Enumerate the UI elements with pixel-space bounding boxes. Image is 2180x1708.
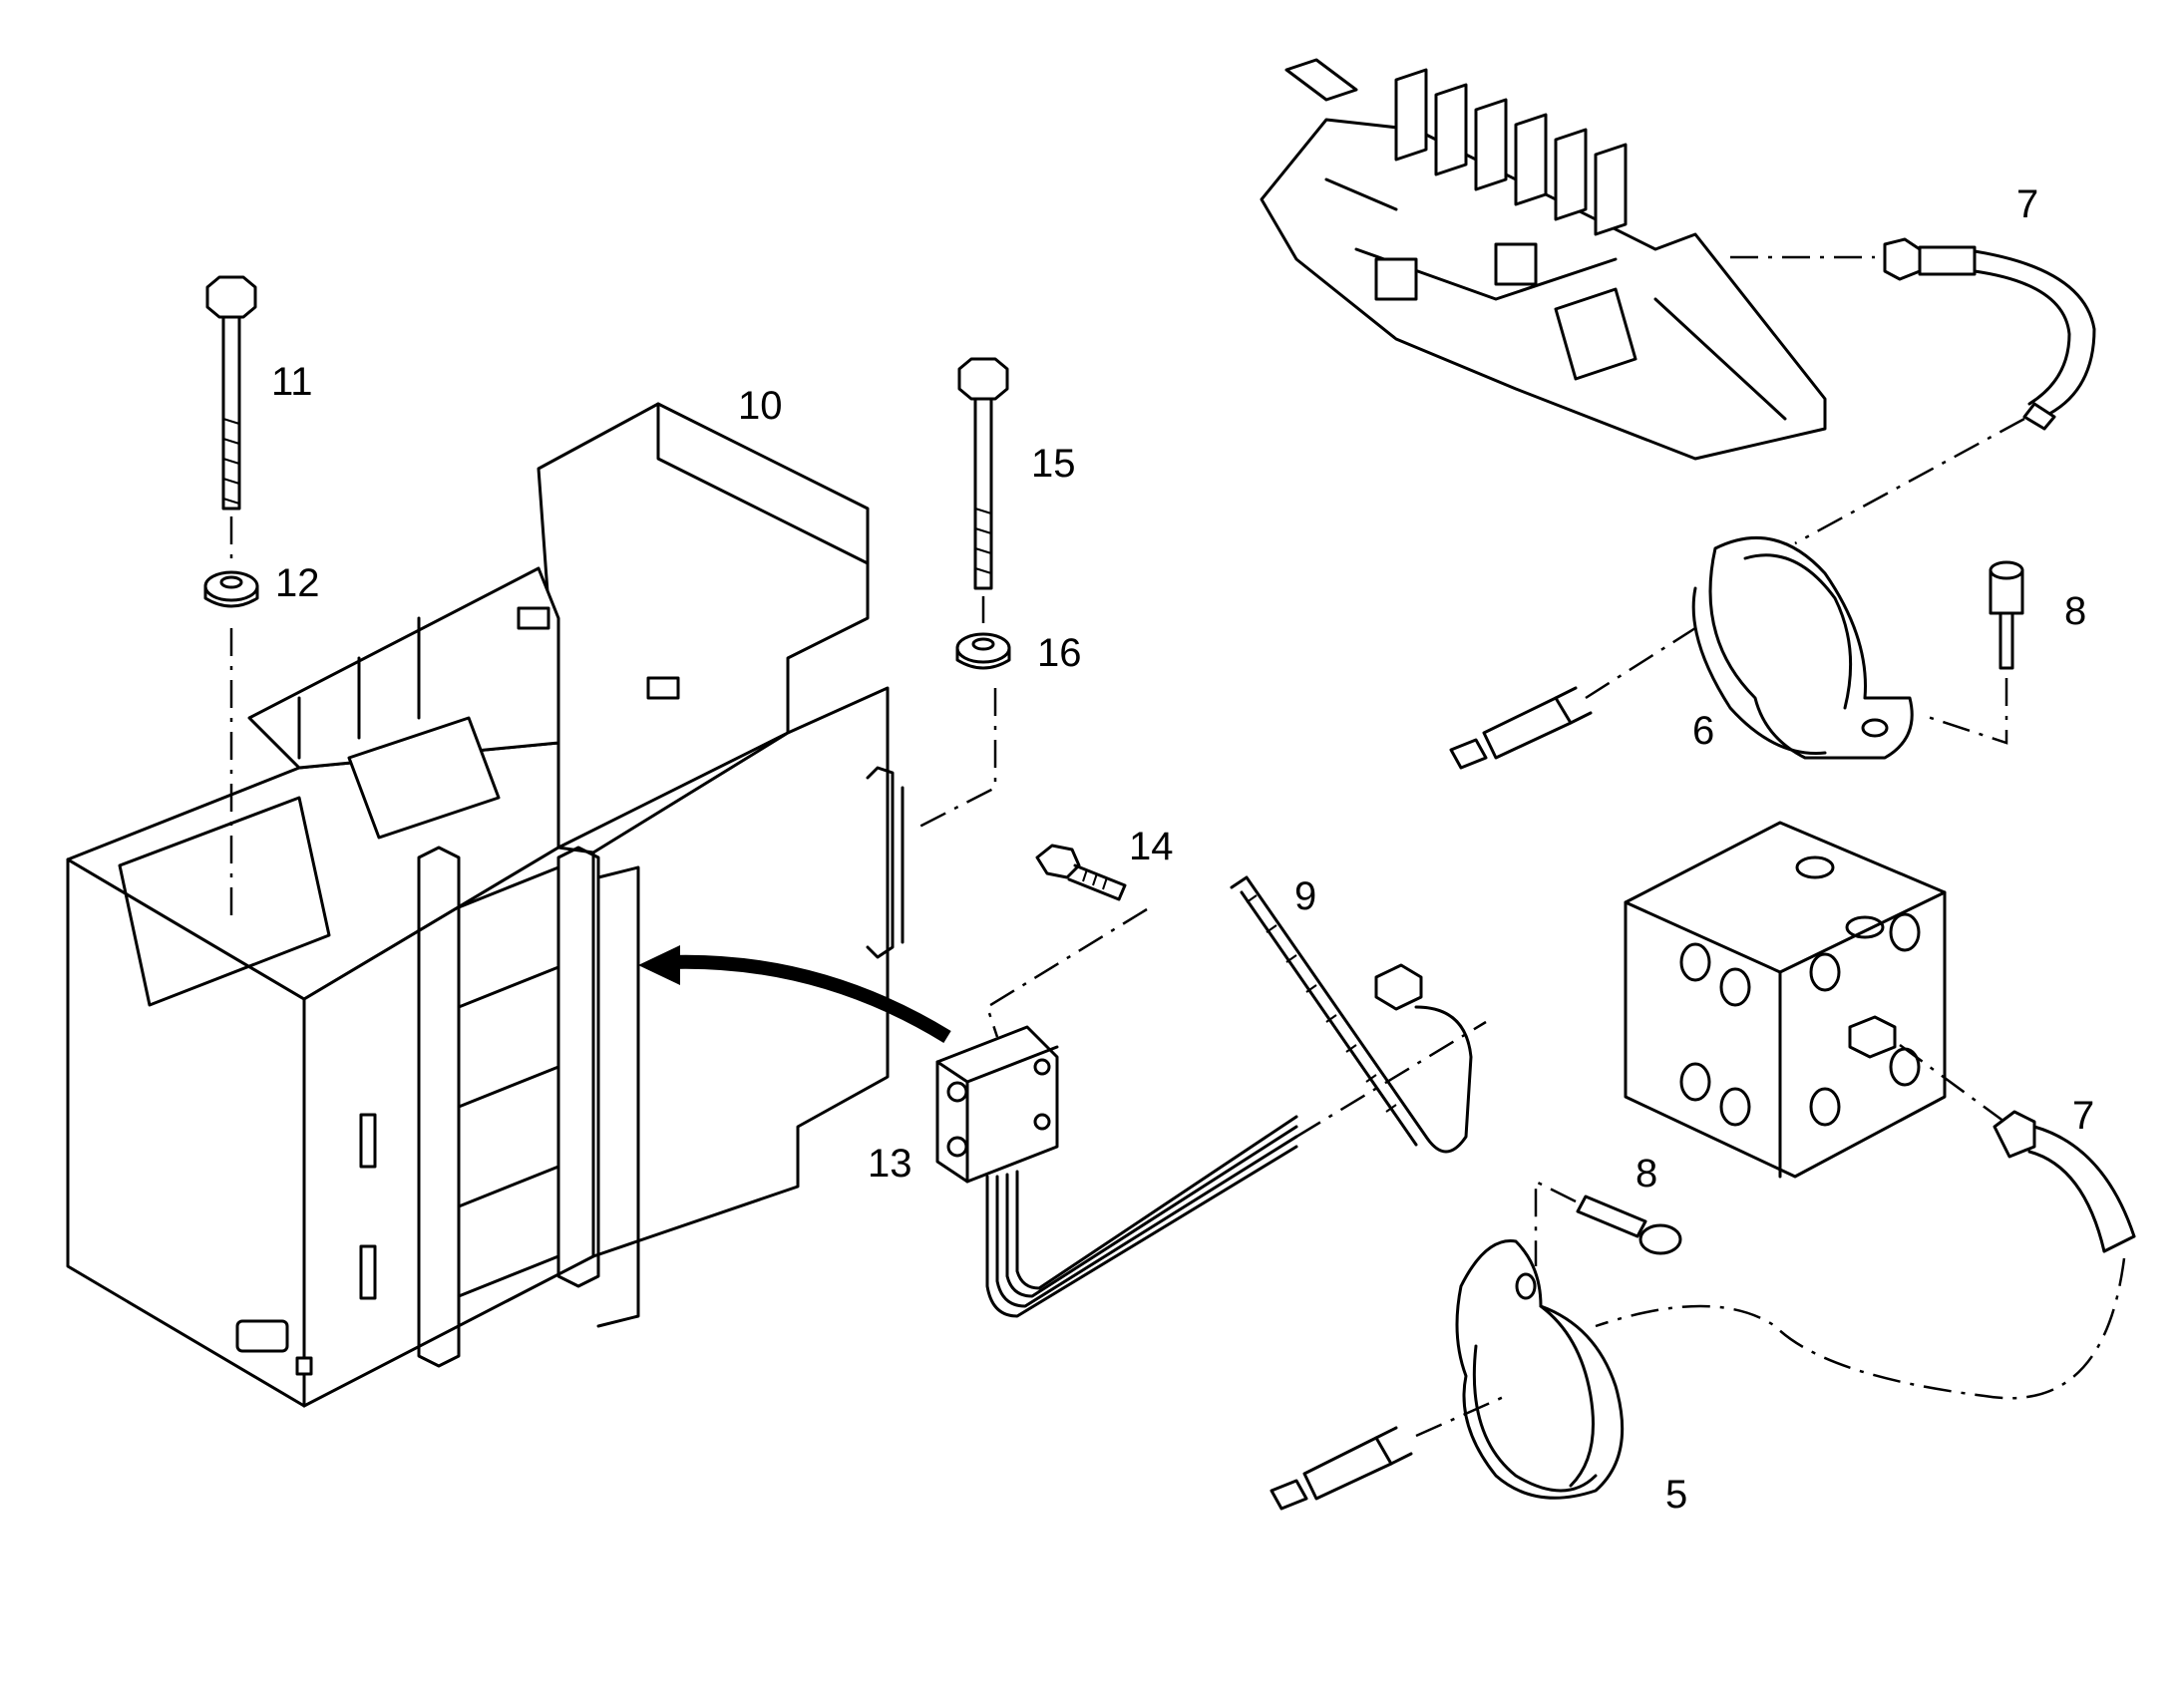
hose-part-7-lower (1993, 1110, 2136, 1253)
leader-hose7-to-clamp6 (1794, 417, 2025, 545)
arrow-head (638, 945, 680, 985)
callout-9: 9 (1294, 874, 1316, 918)
cable-tie-part-9 (1230, 875, 1473, 1154)
callout-10: 10 (738, 384, 783, 428)
switch-module-part-13 (935, 1025, 1298, 1318)
callout-13: 13 (868, 1142, 912, 1186)
hose-part-7-upper (1883, 237, 2096, 431)
leader-8b (1534, 1179, 1577, 1266)
bolt-part-11 (205, 275, 257, 511)
callout-6: 6 (1692, 709, 1714, 753)
screw-part-8-upper (1989, 560, 2024, 670)
housing-cabinet-part-10 (66, 402, 905, 1408)
hydraulic-manifold-assembly (1260, 58, 1827, 461)
callout-12: 12 (275, 561, 320, 605)
callout-16: 16 (1037, 631, 1082, 675)
clamp-part-6 (1691, 535, 1914, 760)
washer-part-16 (955, 632, 1011, 670)
callout-8-upper: 8 (2064, 589, 2086, 633)
leader-block-to-hose7b (1899, 1043, 2005, 1124)
callout-8-lower: 8 (1635, 1152, 1657, 1196)
washer-part-12 (203, 570, 259, 608)
sensor-fitting-lower (1270, 1426, 1413, 1511)
leader-15-to-housing (916, 596, 997, 830)
leader-9 (1295, 1020, 1487, 1139)
screw-part-14 (1035, 844, 1127, 901)
distribution-block (1624, 821, 1947, 1179)
leader-fitting-to-clamp5 (1415, 1394, 1507, 1438)
leader-8a (1924, 678, 2008, 745)
screw-part-8-lower (1576, 1195, 1682, 1255)
callout-labels: 5 6 7 7 8 8 9 10 11 12 13 14 15 16 (271, 182, 2094, 1517)
callout-5: 5 (1665, 1473, 1687, 1517)
callout-7-lower: 7 (2072, 1094, 2094, 1138)
callout-14: 14 (1129, 825, 1174, 868)
leader-14-to-13 (985, 907, 1148, 1038)
callout-15: 15 (1031, 442, 1076, 486)
leader-fitting-to-clamp6 (1585, 626, 1696, 700)
callout-11: 11 (271, 360, 313, 404)
callout-7-upper: 7 (2016, 182, 2038, 226)
leader-hose7b-to-clamp5 (1595, 1257, 2126, 1400)
sensor-fitting-upper (1449, 686, 1593, 770)
bolt-part-15 (957, 357, 1009, 590)
clamp-part-5 (1455, 1239, 1625, 1500)
install-direction-arrow (667, 954, 951, 1043)
valve-stacks (1394, 68, 1628, 236)
